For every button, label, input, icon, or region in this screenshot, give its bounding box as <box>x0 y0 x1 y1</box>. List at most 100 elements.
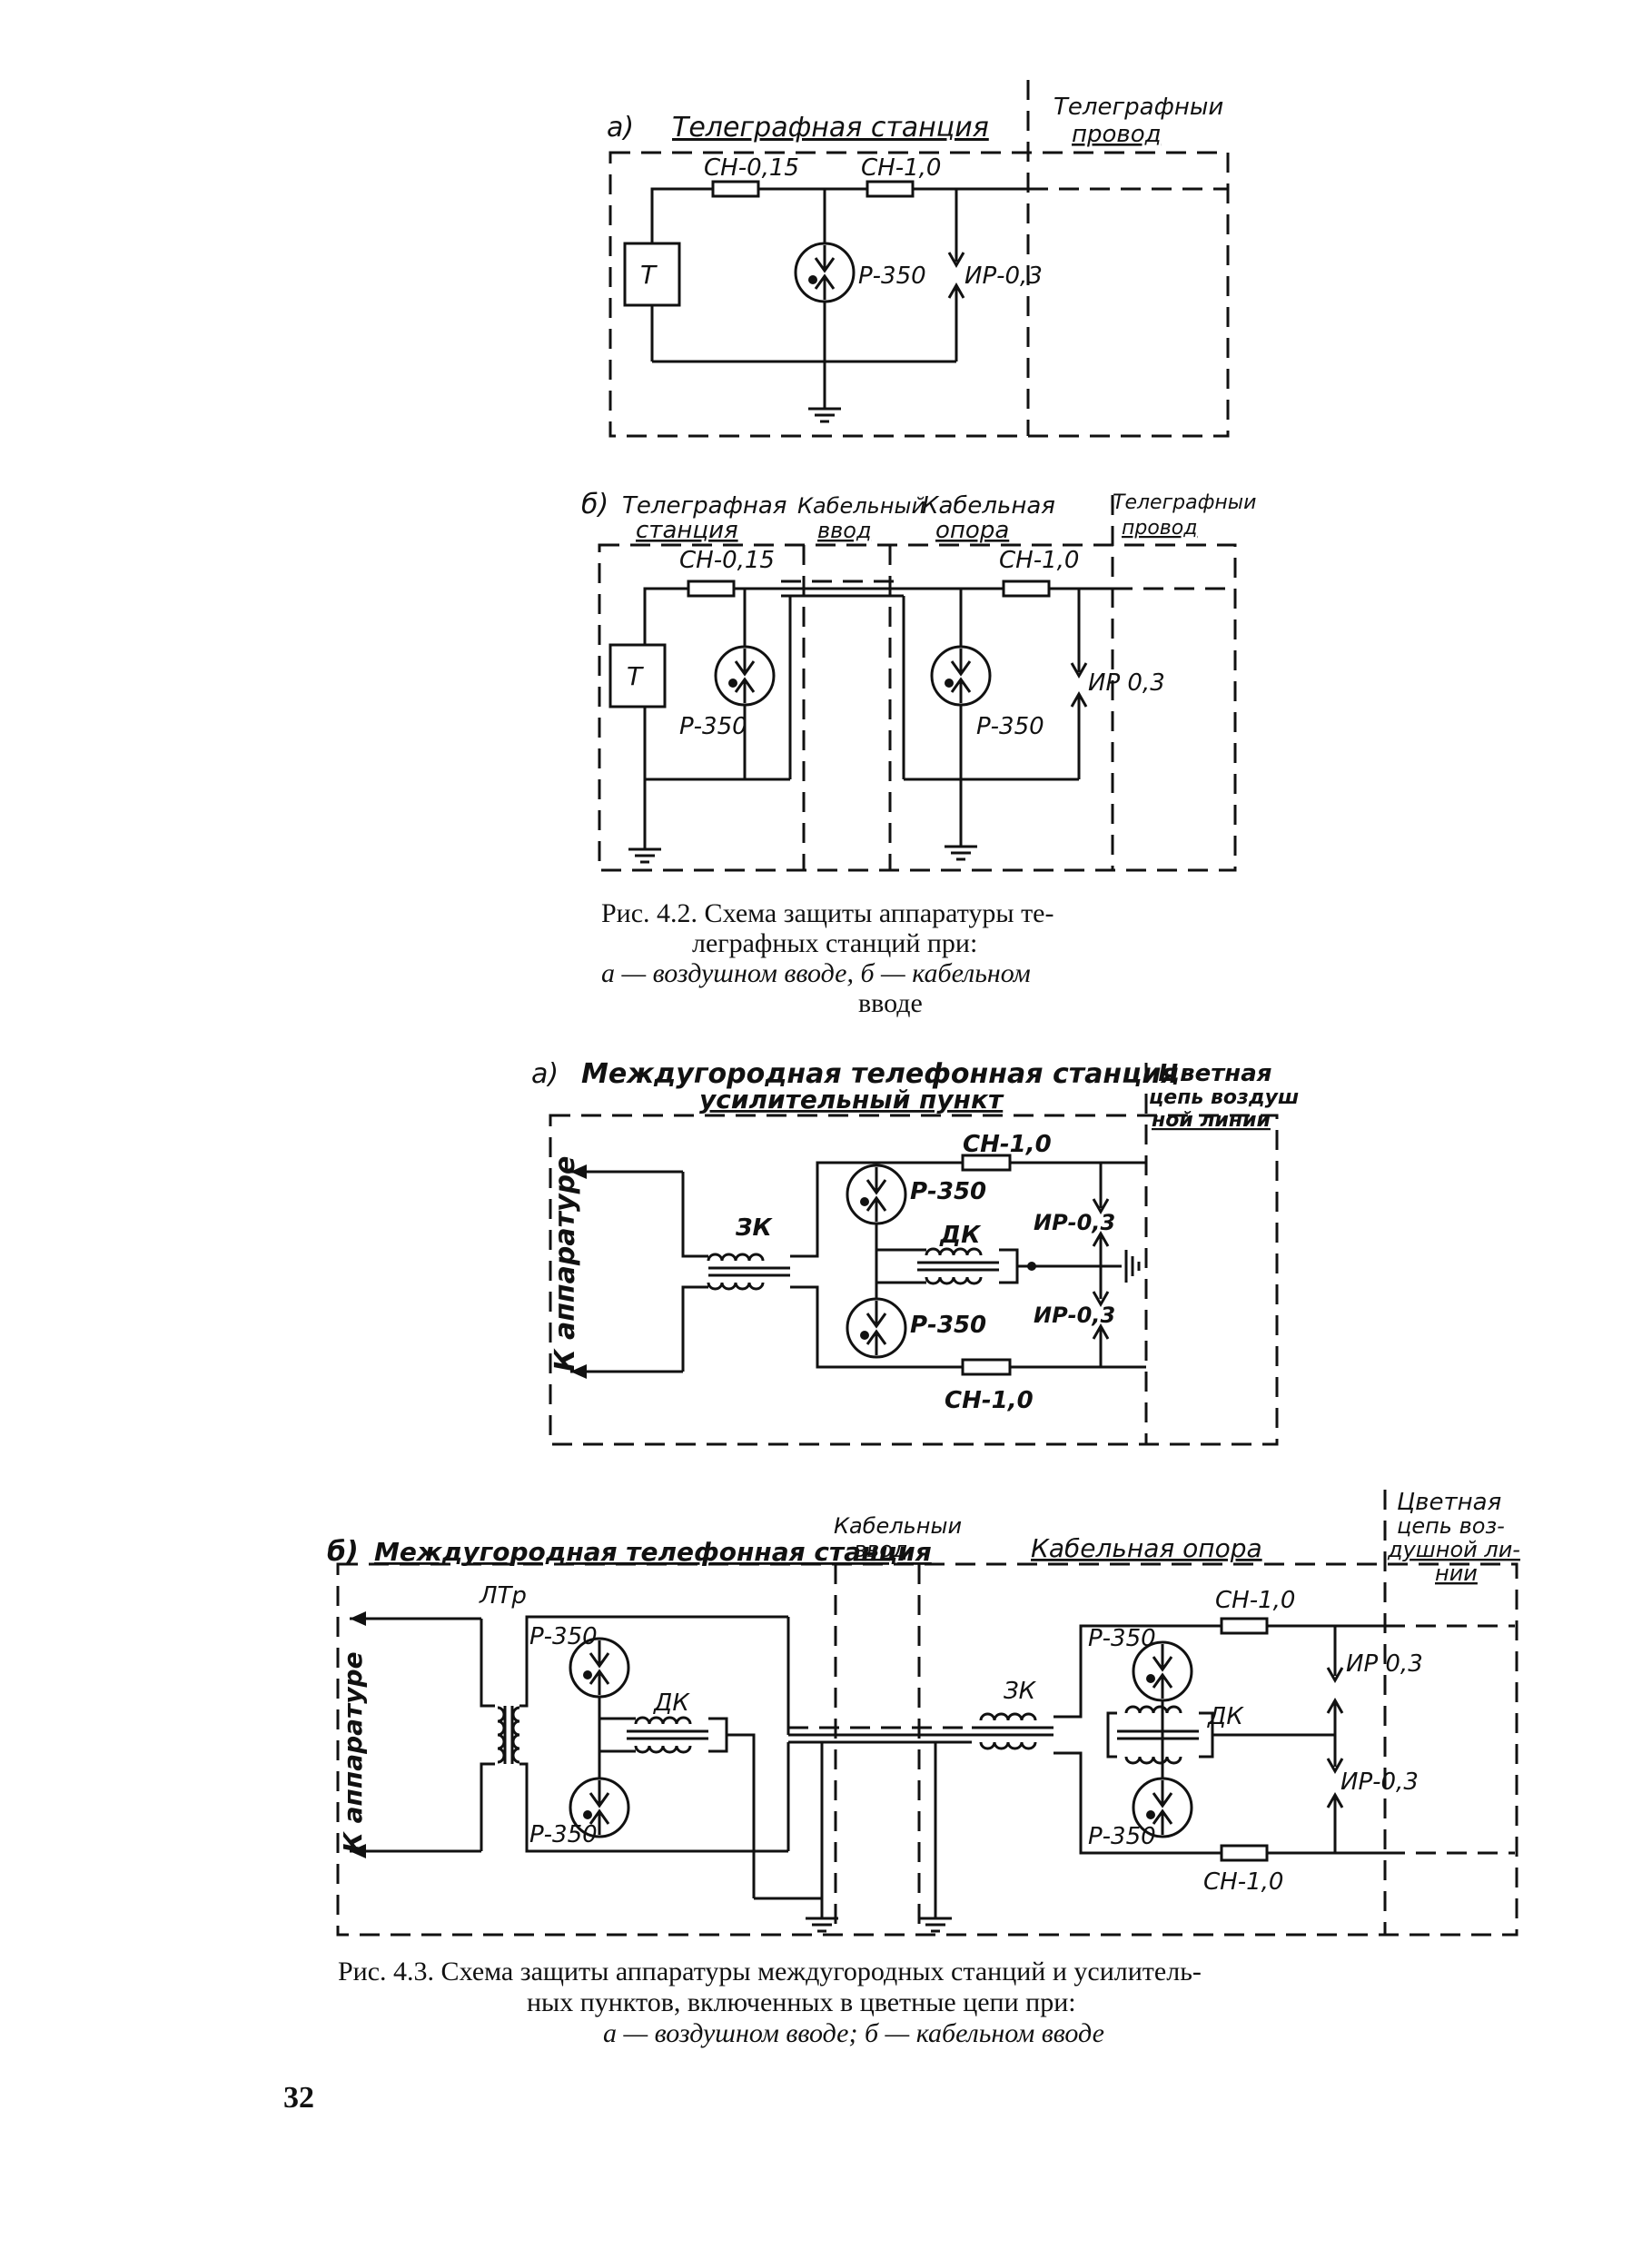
fig43b-fuse2 <box>1220 1844 1269 1862</box>
fig43b-gap1-label: ИР 0,3 <box>1346 1650 1423 1678</box>
fig43a-line-label-1: Цветная <box>1158 1060 1271 1087</box>
fig43b-gap2-label: ИР-0,3 <box>1340 1769 1419 1796</box>
fig42b-apparatus-box <box>608 643 667 708</box>
fig42b-diagram: б) Телеграфная станция Кабельный ввод Ка… <box>581 489 1256 872</box>
fig43b-line-transformer-primary <box>496 1706 506 1764</box>
fig42b-ground1-icon <box>627 847 663 864</box>
fig43b-transformer-label: ЗК <box>1004 1678 1037 1705</box>
fig43b-line-label-2: цепь воз- <box>1397 1513 1505 1539</box>
fig43b-choke2-coil <box>1124 1705 1182 1715</box>
fig43b-arrester2-label: Р-350 <box>529 1821 598 1848</box>
fig43b-pole-label: Кабельная опора <box>1031 1533 1262 1563</box>
fig43a-arrester2 <box>846 1297 907 1359</box>
fig43b-fuse1 <box>1220 1617 1269 1635</box>
fig43b-arrester3-label: Р-350 <box>1088 1625 1156 1652</box>
fig42a-wire-label-1: Телеграфныи <box>1054 94 1223 121</box>
fig42b-pole-label-1: Кабельная <box>922 492 1055 520</box>
fig42b-station-label-2: станция <box>636 517 738 544</box>
fig43a-transformer-label: ЗК <box>735 1214 773 1242</box>
fig43a-ground-icon <box>1124 1248 1141 1284</box>
fig42a-fuse1-label: СН-0,15 <box>704 154 799 182</box>
fig42a-arrester <box>794 242 856 303</box>
fig43b-ground2-icon <box>917 1917 954 1933</box>
fig43-caption: Рис. 4.3. Схема защиты аппаратуры междуг… <box>338 1957 1202 2048</box>
fig43a-diagram: а) Междугородная телефонная станция усил… <box>531 1058 1299 1446</box>
fig43b-marker: б) <box>327 1536 359 1568</box>
fig42b-fuse1-label: СН-0,15 <box>679 547 775 574</box>
fig42a-ground-icon <box>806 407 843 423</box>
fig43b-transformer-primary <box>979 1712 1037 1722</box>
fig42b-wire-label-2: провод <box>1122 517 1197 540</box>
fig42b-fuse2-label: СН-1,0 <box>999 547 1079 574</box>
fig42-caption-line2: леграфных станций при: <box>692 928 977 958</box>
fig42a-marker: а) <box>607 112 634 144</box>
fig42a-fuse2-label: СН-1,0 <box>861 154 941 182</box>
fig43a-fuse2-label: СН-1,0 <box>945 1387 1034 1414</box>
fig42a-line-wire <box>650 187 1028 243</box>
fig43b-ground1-icon <box>804 1917 840 1933</box>
fig43a-station2-label: усилительный пункт <box>699 1085 1004 1115</box>
fig42b-ground2-icon <box>943 845 979 861</box>
fig42a-arrester-label: Р-350 <box>858 263 926 290</box>
fig43b-to-apparatus-label: К аппаратуре <box>338 1651 368 1853</box>
fig43a-lead2-arrow-icon <box>570 1364 587 1379</box>
fig43-caption-line3: а — воздушном вводе; б — кабельном вводе <box>603 2018 1104 2048</box>
fig43a-choke-label: ДК <box>939 1222 982 1249</box>
fig42b-frame <box>598 543 1237 872</box>
fig43-caption-line2: ных пунктов, включенных в цветные цепи п… <box>527 1987 1076 2017</box>
fig43a-arrester1-label: Р-350 <box>910 1178 986 1205</box>
fig43a-lead1-arrow-icon <box>570 1164 587 1179</box>
fig42-caption: Рис. 4.2. Схема защиты аппаратуры те- ле… <box>601 898 1054 1018</box>
fig42-caption-line4: вводе <box>858 988 923 1018</box>
fig43b-station-label: Междугородная телефонная станция <box>374 1537 932 1567</box>
fig43a-gap2-label: ИР-0,3 <box>1034 1303 1115 1328</box>
fig42b-cable-in-label-2: ввод <box>817 518 872 543</box>
fig42b-fuse1 <box>687 580 736 598</box>
fig42a-apparatus-label: Т <box>640 260 658 290</box>
fig42b-fuse2 <box>1002 580 1051 598</box>
fig42-caption-line1: Рис. 4.2. Схема защиты аппаратуры те- <box>601 898 1054 928</box>
fig42a-fuse1 <box>711 180 760 198</box>
fig43a-station-label: Междугородная телефонная станция <box>581 1058 1179 1090</box>
fig42b-gap-label: ИР 0,3 <box>1088 669 1165 697</box>
fig42a-gap-label: ИР-0,3 <box>964 263 1043 290</box>
fig43a-line-label-2: цепь воздуш <box>1149 1086 1299 1109</box>
fig43b-line-label-1: Цветная <box>1397 1489 1501 1516</box>
fig43b-cable-in-label-1: Кабельныи <box>834 1513 962 1539</box>
fig43b-fuse2-label: СН-1,0 <box>1203 1868 1283 1896</box>
fig43a-gap1-label: ИР-0,3 <box>1034 1210 1115 1235</box>
fig42b-cable-in-label-1: Кабельный <box>797 493 925 519</box>
fig43b-lead1-arrow-icon <box>350 1611 366 1626</box>
fig42b-marker: б) <box>581 489 608 520</box>
fig43a-marker: а) <box>531 1058 559 1090</box>
fig43b-arrester1-label: Р-350 <box>529 1623 598 1650</box>
fig43b-cable-in-label-2: ввод <box>854 1537 908 1562</box>
fig43a-frame <box>549 1114 1279 1446</box>
fig42a-wire-label-2: провод <box>1072 121 1162 148</box>
fig43a-fuse1-label: СН-1,0 <box>963 1131 1052 1158</box>
fig43a-fuse2 <box>961 1358 1012 1376</box>
fig42b-line-station <box>643 587 781 645</box>
fig42a-station-label: Телеграфная станция <box>672 112 989 144</box>
fig43a-arrester1 <box>846 1164 907 1225</box>
page-number: 32 <box>283 2081 314 2115</box>
fig42b-apparatus-label: Т <box>627 661 644 691</box>
fig42a-fuse2 <box>866 180 915 198</box>
fig43b-line-transformer-label: ЛТр <box>479 1582 527 1610</box>
fig43b-lead2-arrow-icon <box>350 1844 366 1858</box>
fig42b-arrester2-label: Р-350 <box>976 713 1044 740</box>
fig42b-arrester1-label: Р-350 <box>679 713 747 740</box>
fig42b-wire-label-1: Телеграфныи <box>1113 491 1256 514</box>
fig43b-frame <box>336 1562 1518 1937</box>
fig42b-arrester1 <box>714 645 776 707</box>
fig43b-choke1-label: ДК <box>653 1689 690 1717</box>
fig42b-arrester2 <box>930 645 992 707</box>
fig42a-diagram: а) Телеграфная станция Телеграфныи прово… <box>607 80 1230 438</box>
fig42b-pole-label-2: опора <box>935 517 1009 544</box>
fig43b-choke1-coil <box>634 1716 692 1726</box>
fig43-caption-line1: Рис. 4.3. Схема защиты аппаратуры междуг… <box>338 1957 1202 1987</box>
fig43a-line-label-3: ной линии <box>1152 1109 1271 1132</box>
fig42-caption-line3: а — воздушном вводе, б — кабельном <box>601 958 1031 988</box>
